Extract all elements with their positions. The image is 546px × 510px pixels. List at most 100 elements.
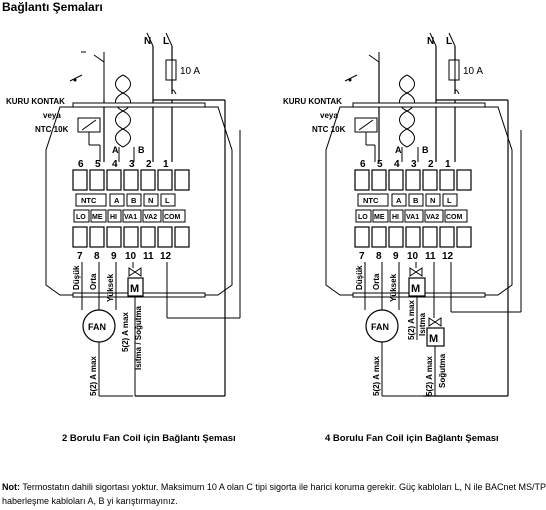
motor-label: M	[130, 283, 139, 295]
thermostat-body	[325, 106, 513, 296]
wire-label-low: Düşük	[72, 265, 81, 290]
thermostat-body	[45, 106, 233, 296]
n-label: N	[144, 36, 151, 47]
top-terminal-block	[354, 169, 472, 191]
fan-fuse-label: 5(2) A max	[372, 356, 381, 396]
terminal-number: 4	[112, 159, 118, 170]
terminal-number: 1	[445, 159, 451, 170]
terminal-label: ME	[374, 214, 385, 221]
wiring-diagram-4-pipe: N L 10 A KURU KONTAK veya NTC 10K A B 6 …	[283, 32, 522, 397]
wire-label-mid: Orta	[372, 273, 381, 290]
wire-label-high: Yüksek	[106, 273, 115, 302]
top-terminal-numbers: 6 5 4 3 2 1	[78, 159, 169, 170]
motor-label: M	[411, 283, 420, 295]
terminal-number: 12	[442, 251, 454, 262]
cooling-label: Soğutma	[438, 353, 447, 388]
fan-fuse-label: 5(2) A max	[89, 356, 98, 396]
terminal-number: 8	[94, 251, 100, 262]
terminal-number: 10	[125, 251, 137, 262]
fuse-label: 10 A	[463, 66, 483, 77]
terminal-label: COM	[446, 214, 463, 221]
terminal-label: VA1	[406, 214, 419, 221]
ab-label-a: A	[395, 145, 402, 155]
twisted-pair-ab	[115, 74, 131, 148]
ab-label-b: B	[422, 145, 429, 155]
terminal-label-row-2: LO ME HI VA1 VA2 COM	[73, 209, 186, 223]
terminal-label: VA2	[144, 214, 157, 221]
terminal-label: N	[148, 196, 153, 205]
terminal-label: L	[165, 196, 170, 205]
terminal-number: 5	[95, 159, 101, 170]
heating-fuse-label: 5(2) A max	[407, 300, 416, 340]
terminal-label: NTC	[363, 196, 379, 205]
terminal-label: COM	[164, 214, 181, 221]
caption-4-pipe: 4 Borulu Fan Coil için Bağlantı Şeması	[325, 433, 499, 444]
terminal-number: 7	[359, 251, 365, 262]
wire-label-mid: Orta	[89, 273, 98, 290]
contact-label-3: NTC 10K	[35, 125, 69, 134]
ab-label-a: A	[112, 145, 119, 155]
terminal-number: 10	[407, 251, 419, 262]
terminal-label: HI	[392, 214, 399, 221]
terminal-number: 6	[360, 159, 366, 170]
valve-icon	[409, 267, 423, 277]
wire-label-high: Yüksek	[389, 273, 398, 302]
note: Not: Termostatın dahili sigortası yoktur…	[2, 480, 546, 508]
terminal-label: A	[396, 196, 402, 205]
top-terminal-block	[72, 169, 190, 191]
terminal-number: 9	[393, 251, 399, 262]
contact-label-2: veya	[320, 111, 338, 120]
terminal-label: ME	[92, 214, 103, 221]
l-label: L	[163, 36, 169, 47]
terminal-label: LO	[76, 214, 86, 221]
terminal-label: NTC	[81, 196, 97, 205]
bottom-terminal-numbers: 7 8 9 10 11 12	[359, 251, 454, 262]
contact-label-3: NTC 10K	[312, 125, 346, 134]
heating-label: Isıtma	[418, 312, 427, 336]
note-label: Not:	[2, 482, 20, 492]
valve-icon	[428, 317, 442, 327]
note-text: Termostatın dahili sigortası yoktur. Mak…	[2, 482, 546, 506]
terminal-label: A	[114, 196, 120, 205]
terminal-number: 12	[160, 251, 172, 262]
contact-label-1: KURU KONTAK	[283, 97, 342, 106]
fuse-label: 10 A	[180, 66, 200, 77]
terminal-label: N	[430, 196, 435, 205]
fan-label: FAN	[371, 322, 389, 332]
terminal-number: 5	[377, 159, 383, 170]
terminal-label-row-2: LO ME HI VA1 VA2 COM	[355, 209, 468, 223]
terminal-label: VA1	[124, 214, 137, 221]
motor-label: M	[429, 333, 438, 345]
terminal-label: VA2	[426, 214, 439, 221]
terminal-number: 2	[146, 159, 152, 170]
valve-fuse-label: 5(2) A max	[121, 312, 130, 352]
terminal-number: 4	[394, 159, 400, 170]
terminal-label: B	[131, 196, 137, 205]
valve-mode-label: Isıtma / Soğutma	[134, 305, 143, 370]
wiring-diagram-2-pipe: N L 10 A KURU KONTAK veya NTC 10K A B 6 …	[6, 32, 241, 397]
bottom-terminal-numbers: 7 8 9 10 11 12	[77, 251, 172, 262]
terminal-label: HI	[110, 214, 117, 221]
terminal-label-row-1: NTC A B N L	[75, 193, 176, 207]
contact-label-2: veya	[43, 111, 61, 120]
twisted-pair-ab	[399, 74, 415, 148]
bottom-terminal-block	[72, 226, 190, 248]
n-label: N	[427, 36, 434, 47]
terminal-number: 6	[78, 159, 84, 170]
terminal-label-row-1: NTC A B N L	[357, 193, 458, 207]
bottom-terminal-block	[354, 226, 472, 248]
terminal-number: 3	[411, 159, 417, 170]
terminal-label: LO	[358, 214, 368, 221]
terminal-number: 8	[376, 251, 382, 262]
ab-label-b: B	[138, 145, 145, 155]
wire-label-low: Düşük	[355, 265, 364, 290]
top-terminal-numbers: 6 5 4 3 2 1	[360, 159, 451, 170]
terminal-number: 11	[425, 251, 436, 262]
fan-label: FAN	[88, 322, 106, 332]
fuse-icon	[165, 59, 177, 81]
terminal-number: 3	[129, 159, 135, 170]
terminal-number: 1	[163, 159, 169, 170]
terminal-label: B	[413, 196, 419, 205]
l-label: L	[446, 36, 452, 47]
terminal-number: 2	[428, 159, 434, 170]
